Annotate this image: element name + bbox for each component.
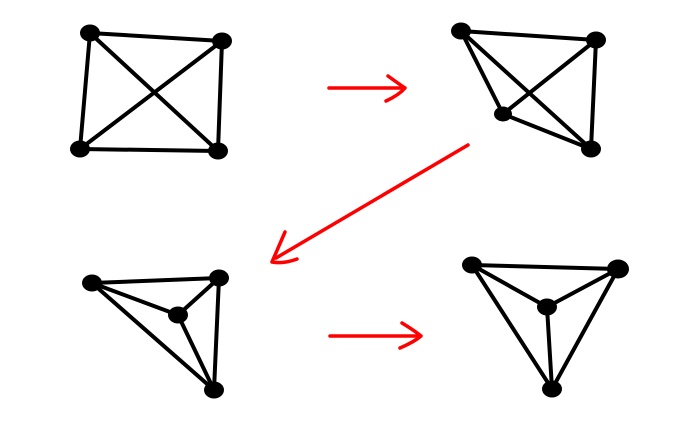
graph-edge <box>212 276 221 392</box>
graph-edge <box>550 267 620 391</box>
graph-vertex <box>212 32 232 50</box>
graph-edge <box>459 29 593 151</box>
graph-vertex <box>204 381 224 399</box>
arrow-head-icon <box>398 321 423 350</box>
graph-edge <box>501 38 598 116</box>
graph-edge <box>90 281 180 317</box>
transition-arrow-3-to-4 <box>328 321 423 350</box>
graph-edge <box>78 31 92 151</box>
graph-edge <box>501 112 593 151</box>
graph-vertex <box>451 22 471 40</box>
graph-edge <box>216 39 224 153</box>
graph-edge <box>78 147 220 153</box>
transition-arrow-1-to-2 <box>327 74 407 103</box>
graph-edge <box>545 267 620 309</box>
arrows-layer <box>270 74 470 350</box>
graph-edge <box>90 281 216 392</box>
arrow-head-icon <box>270 230 299 265</box>
graphs-layer <box>70 22 629 399</box>
graph-vertex <box>542 380 562 398</box>
graph-vertex <box>462 256 482 274</box>
graph-vertex <box>586 31 606 49</box>
graph-vertex <box>607 259 629 279</box>
transition-arrow-2-to-3 <box>270 143 470 265</box>
graph-vertex <box>209 269 229 287</box>
graph-vertex <box>581 140 601 158</box>
graph-vertex <box>168 306 188 324</box>
arrow-shaft <box>274 143 470 260</box>
graph-1 <box>70 24 232 160</box>
graph-vertex <box>494 106 512 122</box>
graph-edge <box>90 276 221 285</box>
graph-edge <box>88 31 224 43</box>
graph-edge <box>589 38 598 151</box>
graph-vertex <box>80 24 100 42</box>
graph-edge <box>545 305 554 391</box>
graph-vertex <box>70 140 90 158</box>
arrow-head-icon <box>384 74 407 103</box>
graph-2 <box>451 22 606 158</box>
graph-edge <box>470 263 549 309</box>
graph-3 <box>82 269 229 399</box>
graph-edge <box>470 263 620 271</box>
graph-edge <box>470 263 554 391</box>
graph-vertex <box>208 142 228 160</box>
graph-vertex <box>82 274 102 292</box>
graph-4 <box>462 256 629 398</box>
graph-vertex <box>537 298 557 316</box>
graph-edge <box>459 29 505 116</box>
graph-edge <box>459 29 598 42</box>
graph-edge <box>176 313 216 392</box>
graph-edge <box>78 39 224 151</box>
